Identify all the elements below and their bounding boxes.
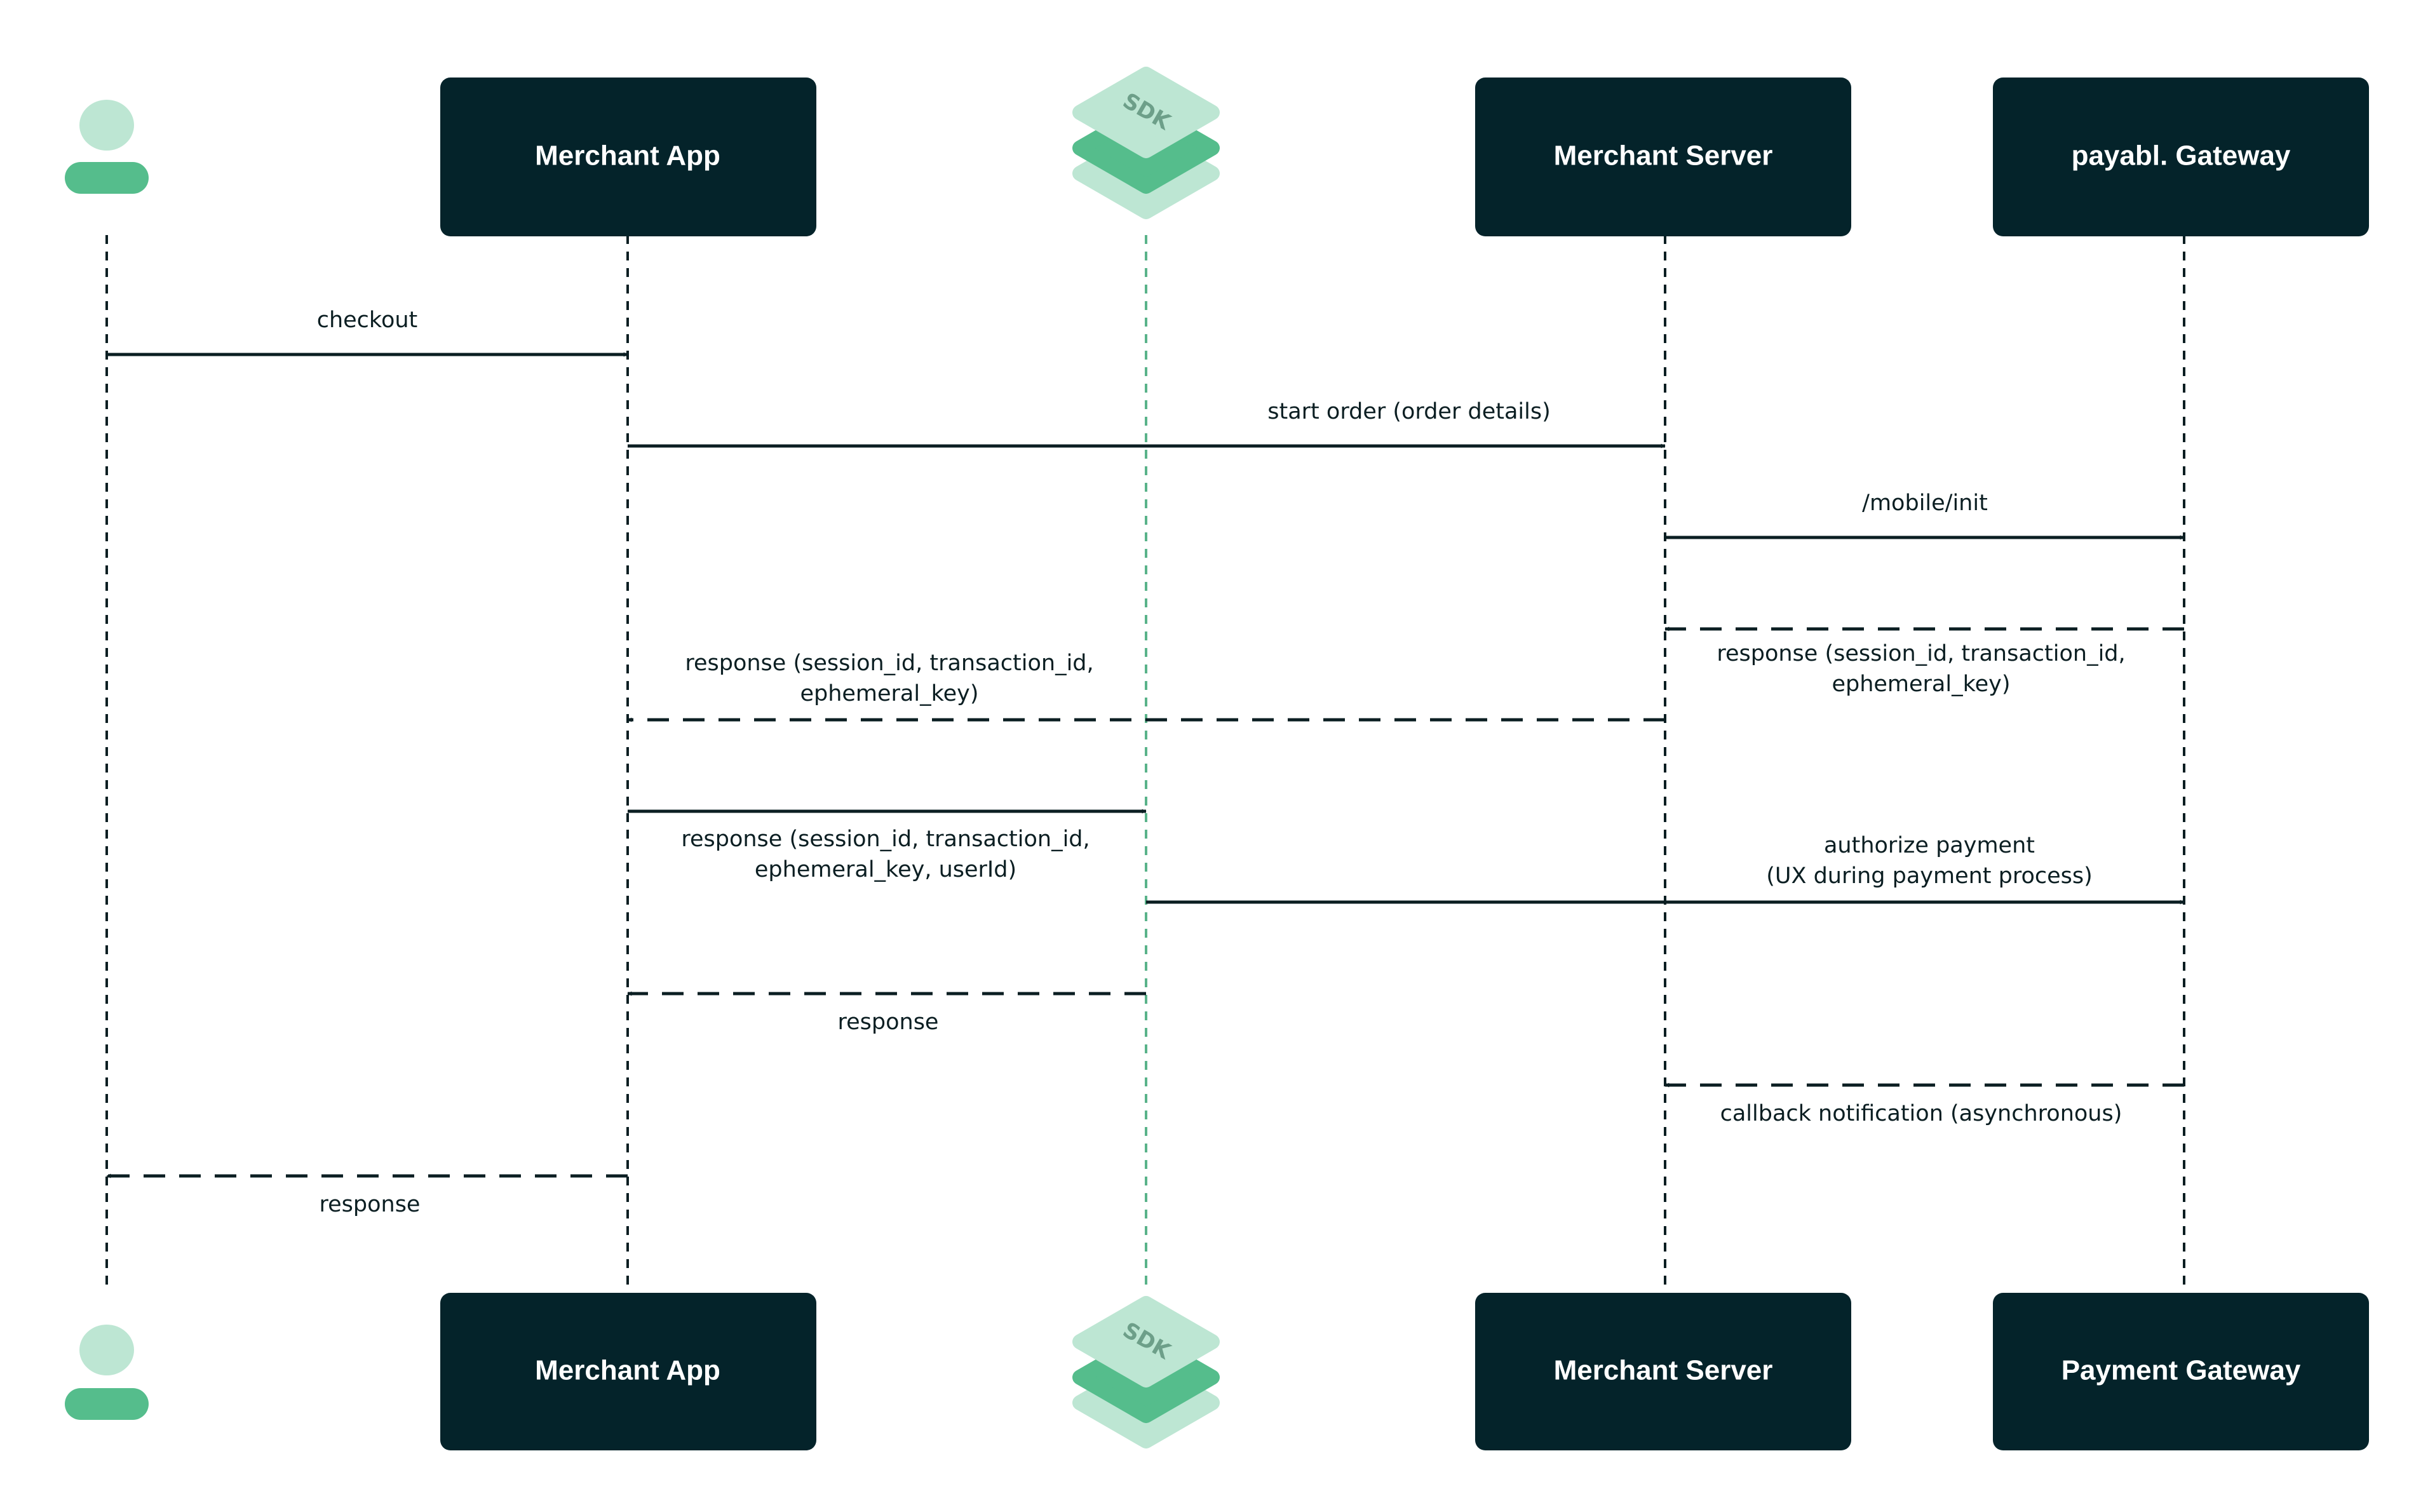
message-label: ephemeral_key): [800, 681, 978, 706]
message-callback-notification: callback notification (asynchronous): [1664, 1083, 2184, 1126]
message-label: response: [320, 1192, 421, 1217]
merchant-server-label-top: Merchant Server: [1554, 140, 1773, 172]
message-sdk-response: response: [627, 991, 1146, 1035]
merchant-server-label-bottom: Merchant Server: [1554, 1355, 1773, 1386]
gateway-label-top: payabl. Gateway: [2072, 140, 2291, 172]
message-label: start order (order details): [1267, 399, 1550, 424]
merchant-app-label-bottom: Merchant App: [535, 1355, 720, 1386]
message-label: (UX during payment process): [1766, 863, 2093, 889]
sdk-stack-icon: SDK: [1072, 1296, 1220, 1448]
message-final-response: response: [106, 1173, 628, 1217]
message-label: response (session_id, transaction_id,: [685, 651, 1093, 676]
message-label: ephemeral_key, userId): [755, 857, 1016, 882]
message-authorize-payment: authorize payment (UX during payment pro…: [1146, 833, 2185, 905]
message-server-response: response (session_id, transaction_id, ep…: [627, 651, 1665, 722]
message-label: callback notification (asynchronous): [1720, 1101, 2122, 1126]
gateway-box-bottom: Payment Gateway: [1993, 1293, 2369, 1450]
user-icon: [65, 100, 149, 194]
gateway-box-top: payabl. Gateway: [1993, 78, 2369, 236]
message-checkout: checkout: [107, 307, 628, 357]
message-label: authorize payment: [1824, 833, 2035, 858]
message-app-to-sdk: response (session_id, transaction_id, ep…: [628, 809, 1147, 882]
sdk-stack-icon: SDK: [1072, 67, 1220, 219]
merchant-app-label-top: Merchant App: [535, 140, 720, 172]
message-gateway-response: response (session_id, transaction_id, ep…: [1664, 626, 2184, 697]
merchant-app-box-top: Merchant App: [440, 78, 816, 236]
merchant-server-box-bottom: Merchant Server: [1475, 1293, 1851, 1450]
message-label: checkout: [317, 307, 418, 333]
message-label: ephemeral_key): [1832, 672, 2010, 697]
message-label: /mobile/init: [1862, 490, 1988, 516]
user-icon: [65, 1325, 149, 1420]
merchant-app-box-bottom: Merchant App: [440, 1293, 816, 1450]
message-start-order: start order (order details): [628, 399, 1666, 449]
message-label: response (session_id, transaction_id,: [1717, 641, 2125, 666]
message-label: response (session_id, transaction_id,: [681, 827, 1090, 852]
gateway-label-bottom: Payment Gateway: [2061, 1355, 2301, 1386]
message-label: response: [838, 1009, 939, 1035]
merchant-server-box-top: Merchant Server: [1475, 78, 1851, 236]
message-mobile-init: /mobile/init: [1665, 490, 2185, 540]
